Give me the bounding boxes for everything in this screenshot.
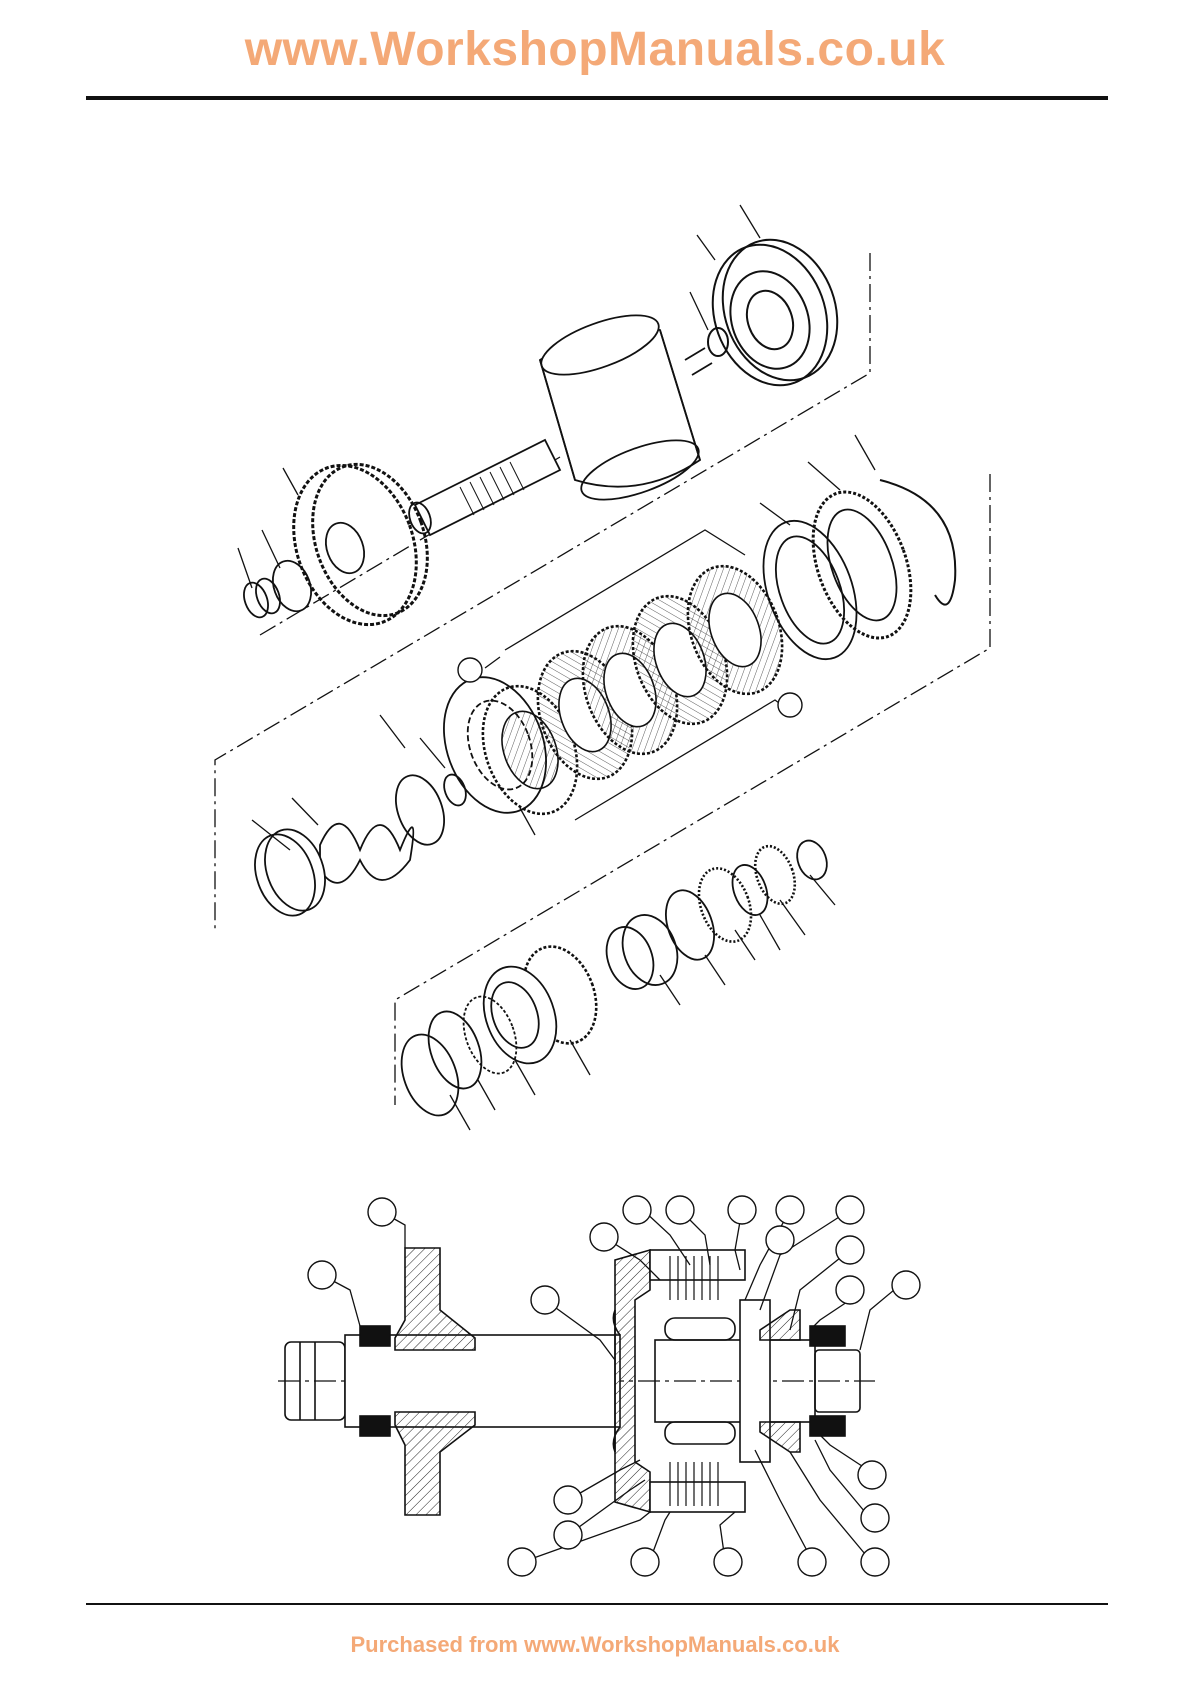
watermark-footer: Purchased from www.WorkshopManuals.co.uk <box>0 1632 1190 1658</box>
bottom-rule <box>86 1603 1108 1605</box>
